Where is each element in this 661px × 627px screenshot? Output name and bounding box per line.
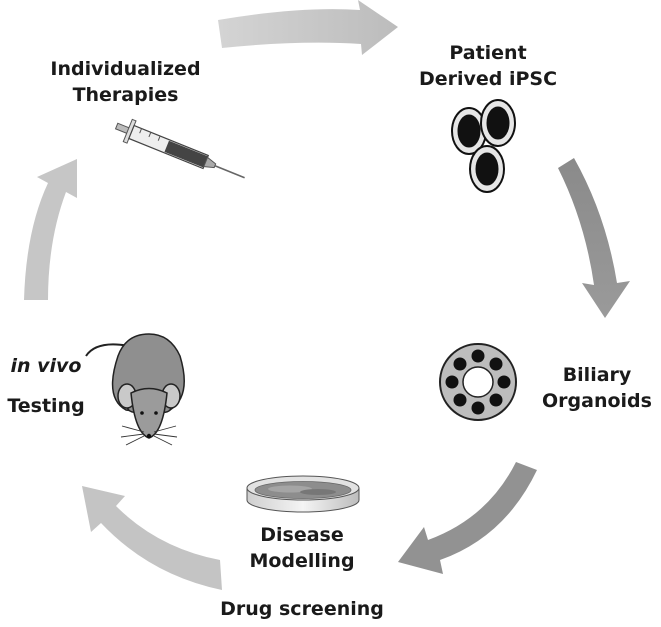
organoid-icon — [439, 343, 517, 421]
label-invivo-line1: in vivo — [10, 355, 82, 377]
label-modelling: Disease Modelling — [242, 522, 362, 574]
cells-icon — [451, 99, 516, 193]
mouse-icon — [85, 333, 185, 446]
syringe-icon — [114, 118, 245, 179]
label-therapies-line2: Therapies — [72, 84, 179, 106]
label-ipsc-line2: Derived iPSC — [418, 68, 558, 90]
arrow-top — [218, 0, 398, 55]
label-therapies: Individualized Therapies — [38, 56, 213, 108]
arrow-right — [558, 158, 630, 318]
label-organoids: Biliary Organoids — [532, 362, 661, 414]
label-invivo-line2: Testing — [7, 395, 85, 417]
label-ipsc-line1: Patient — [449, 42, 527, 64]
arrow-bottom-left — [82, 486, 222, 590]
petri-dish-icon — [246, 475, 360, 513]
label-modelling-line1: Disease — [260, 524, 344, 546]
label-drug-screening: Drug screening — [212, 596, 392, 622]
label-ipsc: Patient Derived iPSC — [418, 40, 558, 92]
arrow-bottom-right — [398, 462, 537, 574]
label-modelling-line2: Modelling — [249, 550, 355, 572]
arrow-left — [24, 159, 77, 300]
label-invivo: in vivo Testing — [0, 346, 92, 426]
label-organoids-line2: Organoids — [542, 390, 652, 412]
label-therapies-line1: Individualized — [50, 58, 201, 80]
label-drug-screening-line: Drug screening — [220, 598, 384, 620]
label-organoids-line1: Biliary — [562, 364, 632, 386]
